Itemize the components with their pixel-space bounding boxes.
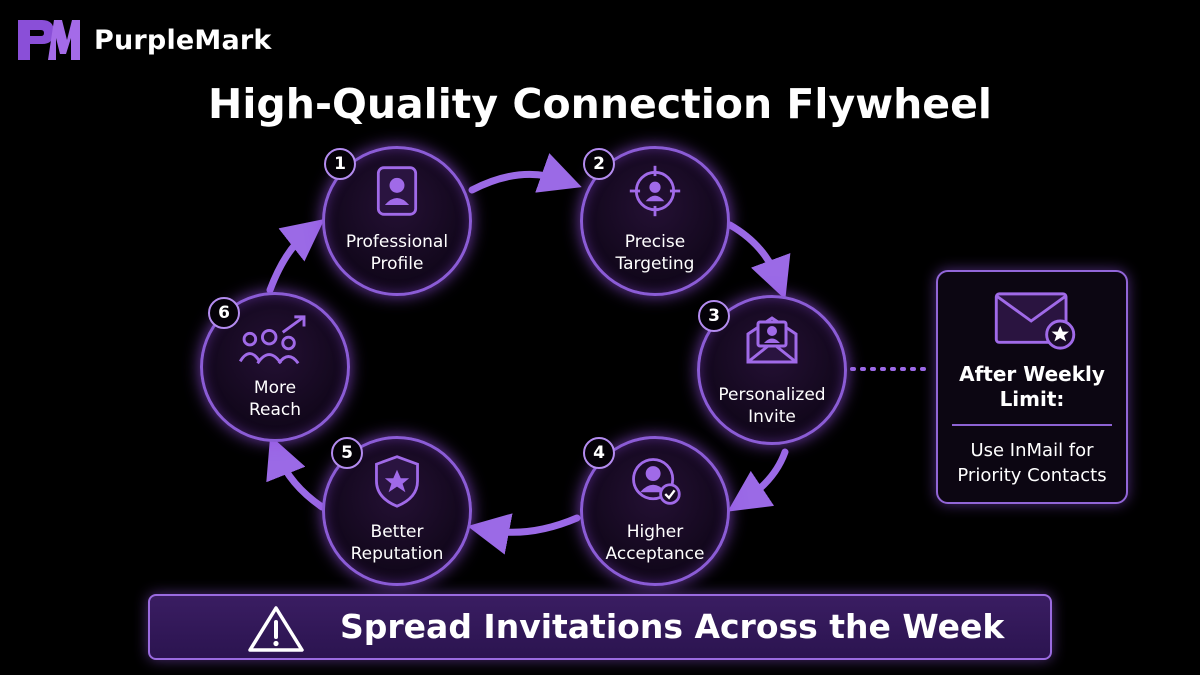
step-label: Precise Targeting: [615, 232, 695, 274]
step-number-badge: 2: [583, 148, 615, 180]
brand-logo: [18, 20, 80, 60]
arrow-3-to-4: [727, 448, 789, 512]
brand-name: PurpleMark: [94, 24, 272, 56]
step-number-badge: 6: [208, 297, 240, 329]
weekly-limit-note: After Weekly Limit: Use InMail for Prior…: [936, 270, 1128, 504]
step-label: Higher Acceptance: [605, 522, 705, 564]
arrow-6-to-1: [266, 219, 325, 294]
profile-card-icon: [376, 166, 418, 216]
tip-banner: Spread Invitations Across the Week: [148, 594, 1052, 660]
arrow-1-to-2: [468, 153, 582, 194]
flywheel-step-2: Precise Targeting: [580, 146, 730, 296]
arrow-5-to-6: [266, 435, 326, 511]
limit-text: Use InMail for Priority Contacts: [957, 440, 1107, 486]
step-number-badge: 4: [583, 437, 615, 469]
target-icon: [629, 165, 681, 217]
mail-star-icon: [994, 292, 1076, 350]
step-number-badge: 5: [331, 437, 363, 469]
step-number-badge: 3: [698, 300, 730, 332]
flywheel-step-1: Professional Profile: [322, 146, 472, 296]
step-label: Better Reputation: [350, 522, 444, 564]
group-growth-icon: [238, 315, 306, 365]
flywheel-step-6: More Reach: [200, 292, 350, 442]
brand: PurpleMark: [14, 14, 272, 66]
warning-icon: [248, 606, 304, 652]
envelope-invite-icon: [746, 316, 798, 364]
limit-title: After Weekly Limit:: [959, 362, 1105, 411]
shield-star-icon: [375, 455, 419, 508]
step-number-badge: 1: [324, 148, 356, 180]
arrow-2-to-3: [726, 221, 791, 300]
step-label: Professional Profile: [345, 232, 449, 274]
divider: [952, 424, 1112, 426]
page-title: High-Quality Connection Flywheel: [208, 80, 992, 128]
step-label: More Reach: [248, 378, 302, 420]
arrow-4-to-5: [467, 513, 581, 555]
step-label: Personalized Invite: [718, 385, 826, 427]
banner-text: Spread Invitations Across the Week: [340, 607, 1005, 646]
user-check-icon: [632, 458, 681, 505]
